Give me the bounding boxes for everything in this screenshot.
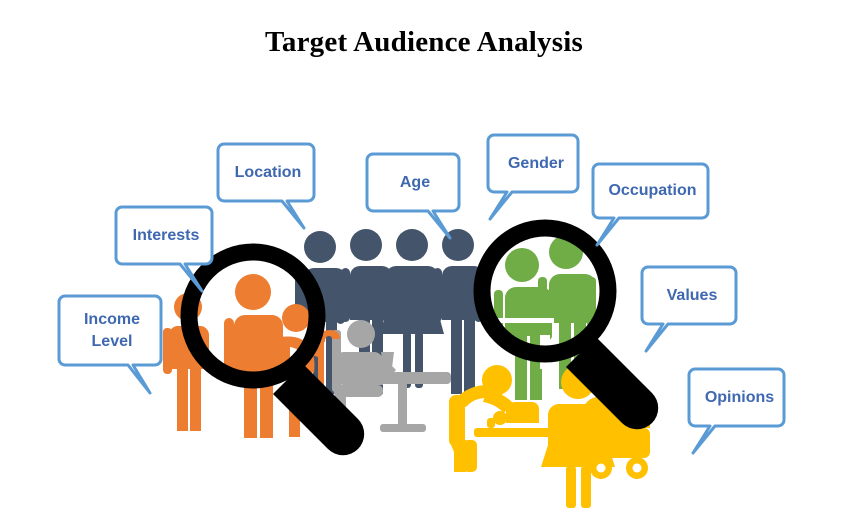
callout-shape-gender <box>486 133 580 221</box>
callout-occupation[interactable]: Occupation <box>589 160 735 250</box>
magnifying-glass-over-green-pair <box>473 219 659 430</box>
page-title: Target Audience Analysis <box>265 26 583 58</box>
callout-shape-location <box>216 142 316 230</box>
callout-shape-age <box>365 152 461 240</box>
callout-age[interactable]: Age <box>363 150 489 242</box>
callout-location[interactable]: Location <box>214 140 342 232</box>
magnifying-glass-over-seniors <box>180 243 365 456</box>
callout-shape-opinions <box>687 367 786 455</box>
callout-shape-values <box>640 265 738 353</box>
figure-group-seated-person-at-table <box>332 320 451 432</box>
callout-shape-income-level <box>57 294 163 395</box>
callout-income-level[interactable]: Income Level <box>55 292 187 400</box>
callout-values[interactable]: Values <box>638 263 764 355</box>
figure-group-family-group <box>449 365 650 508</box>
callout-shape-interests <box>114 205 214 293</box>
figure-group-standing-crowd <box>295 229 484 394</box>
callout-shape-occupation <box>591 162 710 247</box>
callout-gender[interactable]: Gender <box>484 131 606 223</box>
callout-opinions[interactable]: Opinions <box>685 365 813 457</box>
